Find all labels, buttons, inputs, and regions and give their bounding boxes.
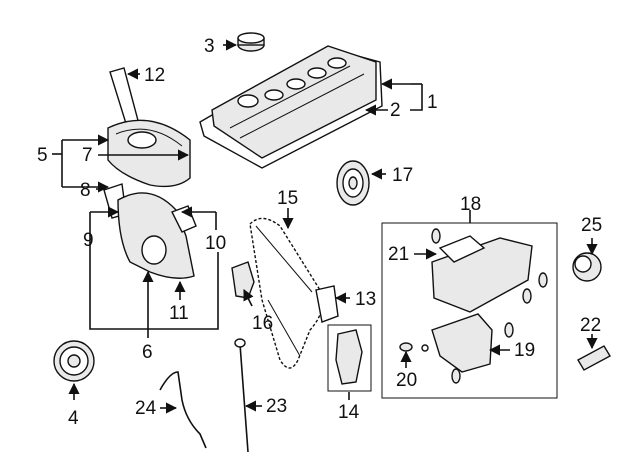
crankshaft-pulley xyxy=(53,340,95,382)
callout-labels: 1 2 3 4 5 6 7 8 9 10 11 12 13 14 15 16 1… xyxy=(37,36,602,429)
tensioner-assembly xyxy=(327,324,372,392)
timing-belt xyxy=(249,217,324,369)
callout-12: 12 xyxy=(144,65,165,86)
cam-sprocket xyxy=(336,160,370,206)
callout-6: 6 xyxy=(142,342,153,363)
callout-3: 3 xyxy=(204,36,215,57)
dipstick-tube xyxy=(159,371,207,449)
callout-4: 4 xyxy=(68,408,79,429)
callout-25: 25 xyxy=(581,215,602,236)
callout-14: 14 xyxy=(338,402,360,423)
callout-8: 8 xyxy=(80,180,91,201)
callout-11: 11 xyxy=(169,303,189,324)
callout-24: 24 xyxy=(135,398,157,419)
timing-cover-lower xyxy=(103,183,197,279)
valve-cover xyxy=(199,45,383,169)
dipstick xyxy=(234,338,249,453)
timing-cover-upper xyxy=(107,67,191,188)
callout-23: 23 xyxy=(266,396,287,417)
callout-2: 2 xyxy=(390,100,401,121)
callout-13: 13 xyxy=(355,289,376,310)
callout-17: 17 xyxy=(392,165,413,186)
callout-7: 7 xyxy=(82,145,93,166)
tensioner-bracket xyxy=(231,261,255,299)
gasket-13 xyxy=(315,285,339,323)
callout-21: 21 xyxy=(388,244,409,265)
callout-19: 19 xyxy=(514,340,535,361)
callout-1: 1 xyxy=(427,92,438,113)
callout-9: 9 xyxy=(83,230,94,251)
callout-15: 15 xyxy=(277,188,298,209)
sealant-tube xyxy=(577,345,611,371)
oil-filter xyxy=(572,252,602,282)
oil-filler-cap xyxy=(237,32,265,52)
callout-5: 5 xyxy=(37,145,48,166)
callout-10: 10 xyxy=(205,233,226,254)
callout-18: 18 xyxy=(460,194,481,215)
callout-22: 22 xyxy=(580,315,601,336)
callout-16: 16 xyxy=(252,313,273,334)
leader-lines xyxy=(52,39,598,414)
callout-20: 20 xyxy=(396,370,417,391)
